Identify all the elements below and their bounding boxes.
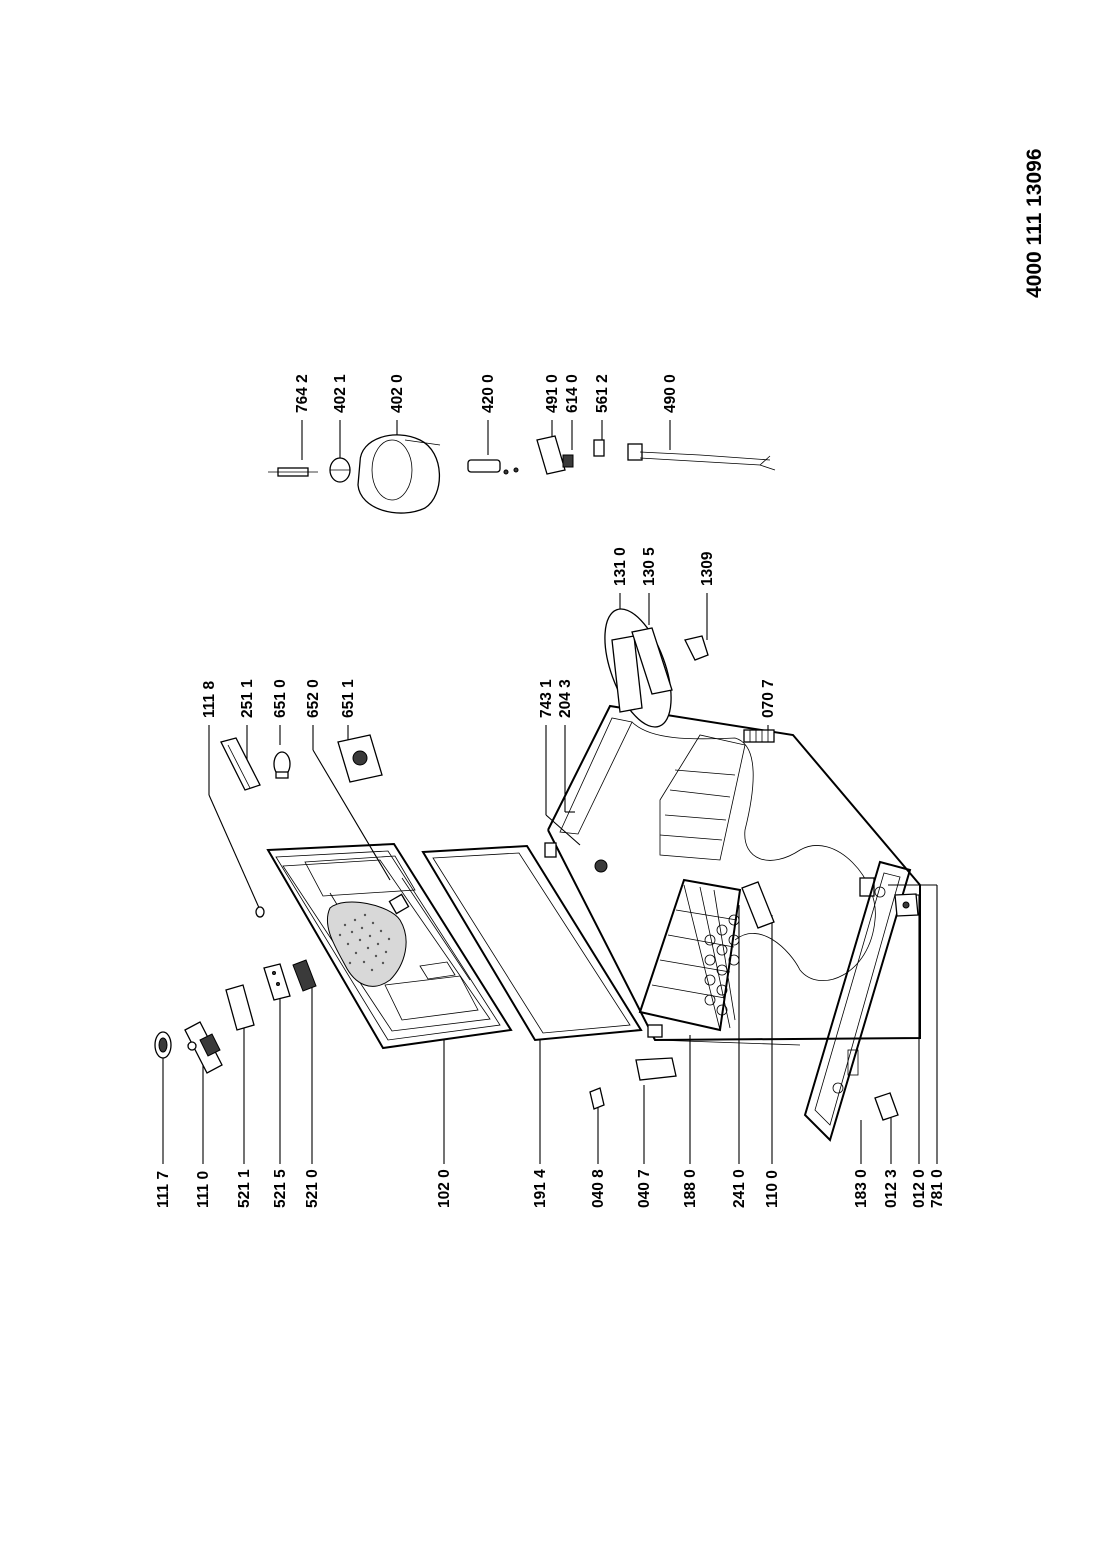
evaporator-plate	[326, 901, 407, 987]
part-label: 764 2	[294, 374, 311, 413]
back-panel	[803, 860, 912, 1142]
gasket-clip-part	[589, 1087, 605, 1110]
part-label: 521 1	[236, 1169, 253, 1208]
part-label: 131 0	[612, 547, 629, 586]
part-labels: 111 7 111 0 521 1 521 5 521 0 102 0 191 …	[155, 374, 946, 1208]
thermostat-knob-part	[154, 1031, 172, 1059]
wire-basket	[638, 878, 742, 1032]
part-label: 183 0	[853, 1169, 870, 1208]
seal-ring	[255, 906, 265, 918]
thermostat-housing	[184, 1021, 223, 1074]
part-label: 652 0	[305, 679, 322, 718]
part-label: 070 7	[760, 679, 777, 718]
part-label: 561 2	[594, 374, 611, 413]
fan-assembly-oval	[604, 608, 673, 728]
relay-part	[292, 959, 317, 992]
vent-grille	[743, 729, 775, 743]
thermostat-knob	[594, 859, 608, 873]
part-label: 012 0	[911, 1169, 928, 1208]
part-label: 110 0	[764, 1170, 781, 1208]
part-label: 402 1	[332, 374, 349, 413]
part-label: 111 7	[155, 1171, 172, 1208]
part-label: 012 3	[883, 1169, 900, 1208]
part-label: 251 1	[239, 679, 256, 718]
hinge-slot	[544, 842, 557, 858]
part-label: 651 1	[340, 679, 357, 718]
hinge-part	[741, 881, 775, 929]
part-label: 1309	[699, 551, 716, 586]
part-label: 490 0	[662, 374, 679, 413]
bracket-part	[635, 1057, 677, 1081]
part-label: 040 7	[636, 1169, 653, 1208]
part-label: 188 0	[682, 1169, 699, 1208]
overload-protector	[562, 454, 574, 468]
basket-mesh	[704, 914, 740, 1016]
switch-part	[263, 963, 291, 1001]
dryer-filter	[268, 467, 318, 477]
lamp-holder-part	[220, 737, 261, 791]
part-label: 420 0	[480, 374, 497, 413]
part-label: 040 8	[590, 1169, 607, 1208]
lid-gasket	[421, 844, 643, 1042]
light-cover	[225, 984, 255, 1031]
part-label: 241 0	[731, 1169, 748, 1208]
part-label: 402 0	[389, 374, 406, 413]
compressor	[357, 434, 441, 514]
part-label: 204 3	[557, 679, 574, 718]
relay-box	[536, 435, 566, 475]
part-label: 111 0	[195, 1171, 212, 1208]
lid-assembly	[266, 842, 513, 1050]
cable-clamp	[593, 439, 605, 457]
part-label: 191 4	[532, 1169, 549, 1208]
part-label: 521 0	[304, 1169, 321, 1208]
hinge-bracket-part	[684, 635, 709, 661]
hinge-slot	[647, 1024, 663, 1038]
fan-cover	[337, 734, 383, 783]
start-capacitor	[467, 459, 519, 475]
compressor-grommet	[329, 457, 351, 483]
part-label: 651 0	[272, 679, 289, 718]
part-label: 491 0	[544, 374, 561, 413]
document-number: 4000 111 13096	[1023, 148, 1046, 298]
dot-pattern	[338, 913, 391, 972]
part-label: 614 0	[564, 374, 581, 413]
part-label: 130 5	[641, 547, 658, 586]
power-cord	[627, 443, 776, 471]
part-label: 743 1	[538, 679, 555, 718]
part-label: 781 0	[929, 1169, 946, 1208]
lid-latch	[388, 893, 410, 915]
leader-lines	[162, 420, 938, 1164]
part-label: 111 8	[201, 681, 218, 718]
clip-part	[894, 893, 919, 917]
lamp-bulb	[273, 751, 291, 779]
part-label: 521 5	[272, 1169, 289, 1208]
cabinet	[544, 704, 921, 1046]
part-label: 102 0	[436, 1169, 453, 1208]
